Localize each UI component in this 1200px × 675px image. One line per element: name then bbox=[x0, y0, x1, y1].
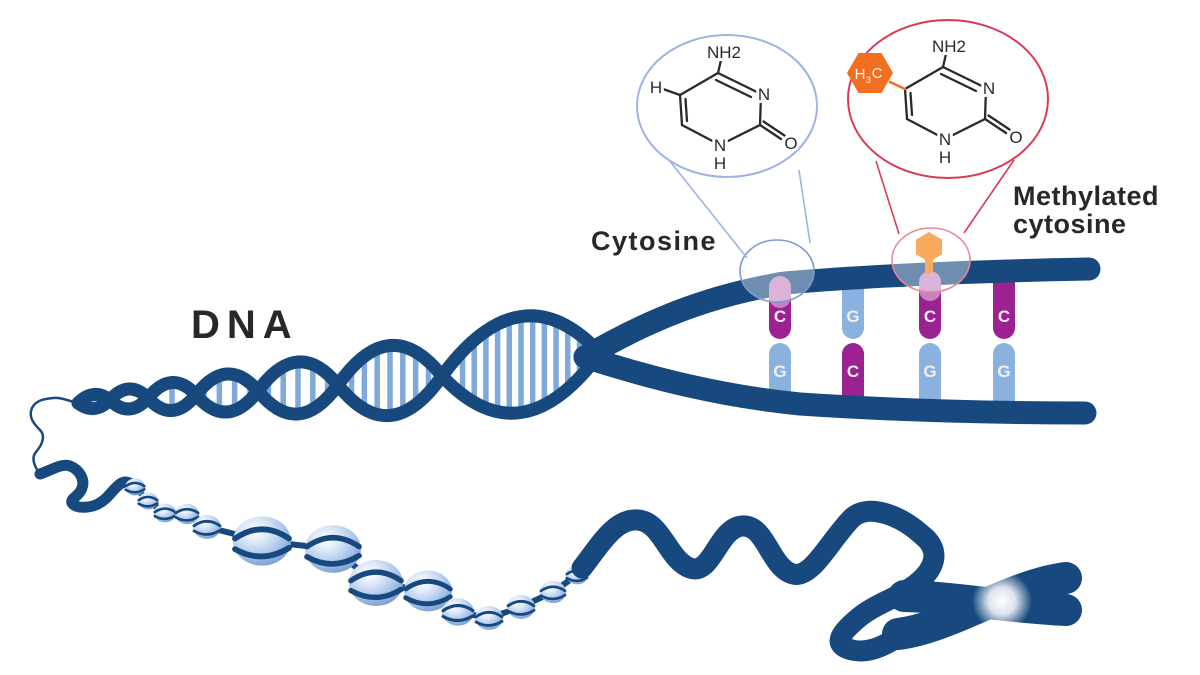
bead-wrap-band bbox=[232, 526, 292, 542]
bead-wrap-band bbox=[474, 619, 504, 627]
cytosine-structure: NH2 N O N H H bbox=[647, 40, 801, 176]
methyl-h-label: H bbox=[855, 66, 866, 83]
dna-coiling-ribbon bbox=[34, 459, 141, 513]
methylated-h-bottom-label: H bbox=[939, 148, 951, 167]
bead-wrap-band bbox=[441, 603, 475, 613]
methylated-label-line1: Methylated bbox=[1013, 181, 1159, 211]
base-bottom-4 bbox=[993, 343, 1015, 412]
base-bottom-2 bbox=[842, 343, 864, 412]
base-bottom-3 bbox=[919, 343, 941, 412]
methylated-amine-label: NH2 bbox=[932, 37, 966, 56]
cytosine-n-bottom-label: N bbox=[714, 136, 726, 155]
base-top-4 bbox=[993, 272, 1015, 339]
methylated-cytosine-structure: H 3 C NH2 N O N H bbox=[847, 34, 1026, 170]
bead-wrap-band bbox=[153, 507, 177, 514]
callout-funnels bbox=[664, 154, 1015, 259]
methylated-n-right-label: N bbox=[983, 79, 995, 98]
base-letter: G bbox=[773, 362, 786, 381]
cytosine-highlight-circle bbox=[739, 239, 815, 303]
dna-label: DNA bbox=[191, 303, 299, 347]
base-letter: G bbox=[846, 307, 859, 326]
cytosine-n-right-label: N bbox=[758, 85, 770, 104]
base-letter: G bbox=[923, 362, 936, 381]
cytosine-amine-label: NH2 bbox=[707, 43, 741, 62]
helix-strand-b bbox=[71, 338, 607, 421]
methylated-n-bottom-label: N bbox=[939, 130, 951, 149]
cytosine-h-bottom-label: H bbox=[714, 154, 726, 173]
bead-wrap-band bbox=[506, 608, 536, 616]
bead-wrap-band bbox=[232, 545, 292, 560]
bead-wrap-band bbox=[539, 593, 567, 601]
bead-wrap-band bbox=[174, 515, 200, 522]
cytosine-h-side-label: H bbox=[650, 78, 662, 97]
cytosine-callout-circle bbox=[636, 34, 818, 178]
methylated-label-line2: cytosine bbox=[1013, 209, 1127, 239]
methyl-marker-hexagon bbox=[916, 232, 942, 262]
chromatin-fibre bbox=[571, 500, 945, 662]
dna-thin-tail bbox=[29, 396, 80, 476]
strand-bottom bbox=[573, 345, 1097, 425]
bead-wrap-band bbox=[192, 519, 222, 528]
centromere-glow bbox=[972, 571, 1032, 631]
cytosine-top-highlight-1 bbox=[769, 276, 791, 308]
bead-wrap-band bbox=[137, 502, 159, 508]
cytosine-ring-bonds bbox=[661, 58, 786, 147]
bead-wrap-band bbox=[539, 585, 567, 593]
methylated-oxygen-label: O bbox=[1009, 128, 1022, 147]
methylated-ring-bonds bbox=[888, 52, 1011, 141]
base-letters: C G C C G C G G bbox=[773, 307, 1010, 381]
helix-strands bbox=[71, 309, 607, 423]
cytosine-top-highlight-3 bbox=[919, 271, 941, 301]
chromosome bbox=[882, 562, 1082, 650]
bead-wrap-band bbox=[474, 610, 504, 619]
base-letter: C bbox=[924, 307, 936, 326]
bead-wrap-band bbox=[565, 576, 589, 583]
methyl-c-label: C bbox=[872, 65, 883, 82]
strand-top bbox=[573, 257, 1101, 369]
bead-wrap-band bbox=[403, 594, 453, 607]
methyl-hexagon bbox=[847, 53, 893, 93]
bead-wrap-band bbox=[124, 481, 146, 488]
bead-wrap-band bbox=[304, 534, 362, 550]
bead-wrap-band bbox=[124, 488, 146, 494]
bead-wrap-band bbox=[506, 599, 536, 608]
base-letter: G bbox=[997, 362, 1010, 381]
methylated-callout-circle bbox=[847, 19, 1049, 179]
methyl-group-marker bbox=[916, 232, 942, 274]
methyl-sub-label: 3 bbox=[866, 75, 871, 85]
bead-wrap-band bbox=[192, 528, 222, 536]
cytosine-label: Cytosine bbox=[591, 226, 717, 256]
bead-wrap-band bbox=[348, 586, 404, 601]
bead-wrap-band bbox=[174, 507, 200, 515]
bead-wrap-band bbox=[348, 569, 404, 584]
bead-wrap-band bbox=[153, 514, 177, 521]
base-pairs bbox=[769, 272, 1015, 412]
bead-wrap-band bbox=[441, 614, 475, 623]
bead-wrap-band bbox=[403, 578, 453, 592]
cytosine-oxygen-label: O bbox=[784, 134, 797, 153]
base-letter: C bbox=[847, 362, 859, 381]
base-letter: C bbox=[774, 307, 786, 326]
bead-wrap-band bbox=[304, 552, 362, 567]
base-letter: C bbox=[998, 307, 1010, 326]
nucleosome-beads bbox=[124, 478, 589, 630]
bead-wrap-band bbox=[137, 495, 159, 502]
